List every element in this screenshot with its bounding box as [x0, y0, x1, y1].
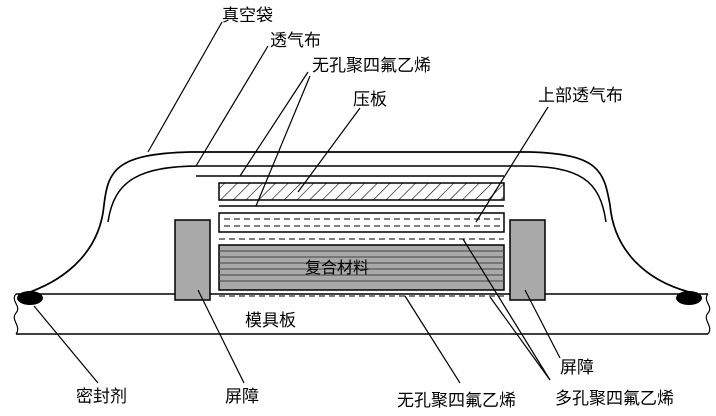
upper-breather-layer — [218, 212, 505, 233]
leader-lines — [33, 21, 561, 384]
mold-plate — [13, 293, 711, 335]
sealant-right — [676, 291, 702, 305]
breather-cloth-outline — [107, 165, 607, 223]
barrier-right — [509, 219, 546, 301]
label-breather-cloth: 透气布 — [270, 31, 321, 51]
label-pressure-plate: 压板 — [353, 90, 387, 110]
label-barrier-left: 屏障 — [225, 387, 259, 407]
label-upper-breather-cloth: 上部透气布 — [538, 86, 623, 106]
pressure-plate — [218, 182, 505, 201]
label-mold-plate: 模具板 — [245, 311, 296, 331]
label-nonporous-ptfe-bottom: 无孔聚四氟乙烯 — [397, 391, 516, 411]
label-barrier-right: 屏障 — [560, 358, 594, 378]
label-vacuum-bag: 真空袋 — [222, 6, 273, 26]
label-nonporous-ptfe-top: 无孔聚四氟乙烯 — [312, 56, 431, 76]
sealant-left — [17, 291, 43, 305]
label-porous-ptfe: 多孔聚四氟乙烯 — [555, 389, 674, 409]
label-sealant: 密封剂 — [76, 387, 127, 407]
label-composite-material: 复合材料 — [305, 258, 369, 277]
vacuum-bag-outline — [29, 151, 690, 293]
composite-material — [218, 244, 505, 291]
barrier-left — [174, 219, 211, 301]
